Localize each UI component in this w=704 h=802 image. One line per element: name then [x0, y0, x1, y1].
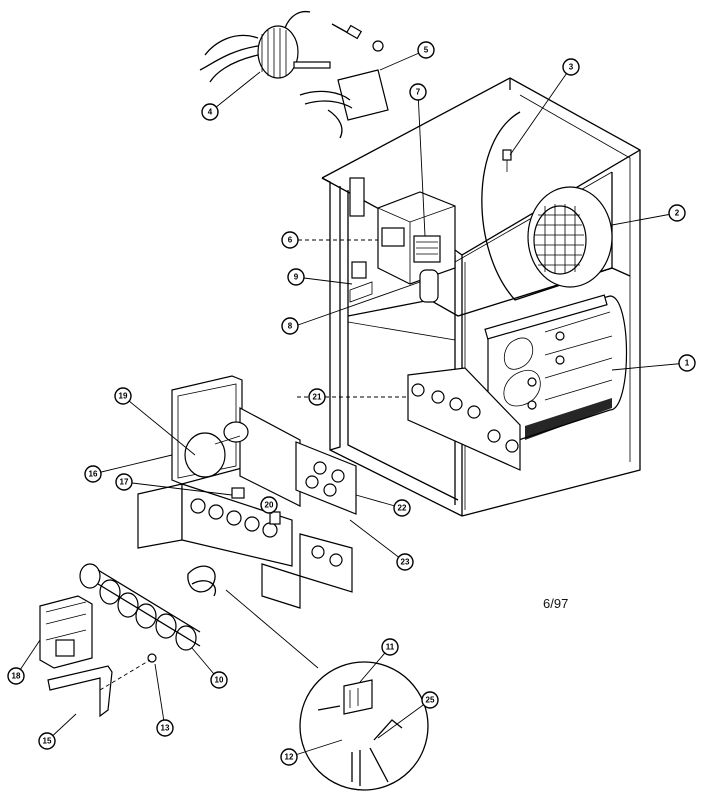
svg-text:16: 16	[89, 470, 98, 479]
callout-19: 19	[114, 387, 132, 405]
svg-text:25: 25	[426, 696, 435, 705]
callout-20: 20	[260, 496, 278, 514]
svg-text:11: 11	[386, 643, 395, 652]
svg-text:22: 22	[398, 504, 407, 513]
callout-21: 21	[308, 388, 326, 406]
callout-1: 1	[678, 354, 696, 372]
svg-text:13: 13	[161, 724, 170, 733]
svg-text:12: 12	[285, 753, 294, 762]
callout-5: 5	[417, 41, 435, 59]
svg-text:18: 18	[12, 672, 21, 681]
svg-text:7: 7	[416, 88, 421, 97]
callout-23: 23	[396, 553, 414, 571]
callout-4: 4	[201, 103, 219, 121]
svg-text:9: 9	[294, 273, 299, 282]
svg-text:3: 3	[569, 63, 574, 72]
access-panel	[137, 375, 357, 609]
svg-text:5: 5	[424, 46, 429, 55]
callout-12: 12	[280, 748, 298, 766]
callout-8: 8	[281, 317, 299, 335]
revision-date: 6/97	[543, 596, 569, 611]
heat-exchanger	[407, 294, 628, 471]
svg-text:4: 4	[208, 108, 213, 117]
svg-text:2: 2	[675, 209, 680, 218]
callout-16: 16	[84, 465, 102, 483]
callout-7: 7	[409, 83, 427, 101]
svg-text:21: 21	[313, 393, 322, 402]
callout-13: 13	[156, 719, 174, 737]
svg-text:8: 8	[288, 322, 293, 331]
callout-11: 11	[381, 638, 399, 656]
control-box	[349, 177, 456, 303]
callout-2: 2	[668, 204, 686, 222]
callout-22: 22	[393, 499, 411, 517]
callout-9: 9	[287, 268, 305, 286]
svg-text:1: 1	[685, 359, 690, 368]
svg-text:17: 17	[120, 478, 129, 487]
blower-assembly	[481, 111, 613, 301]
svg-text:10: 10	[215, 676, 224, 685]
svg-text:19: 19	[119, 392, 128, 401]
callout-3: 3	[562, 58, 580, 76]
gas-valve-assembly	[39, 563, 201, 718]
callout-6: 6	[281, 231, 299, 249]
leader-lines	[15, 49, 688, 758]
motor-mount-bracket	[299, 23, 389, 139]
callout-18: 18	[7, 667, 25, 685]
svg-text:6: 6	[288, 236, 293, 245]
svg-text:15: 15	[43, 737, 52, 746]
inducer-motor	[199, 10, 331, 83]
svg-text:23: 23	[401, 558, 410, 567]
svg-text:20: 20	[265, 501, 274, 510]
igniter-detail	[187, 565, 429, 791]
callout-25: 25	[421, 691, 439, 709]
callout-15: 15	[38, 732, 56, 750]
callout-17: 17	[115, 473, 133, 491]
callout-10: 10	[210, 671, 228, 689]
